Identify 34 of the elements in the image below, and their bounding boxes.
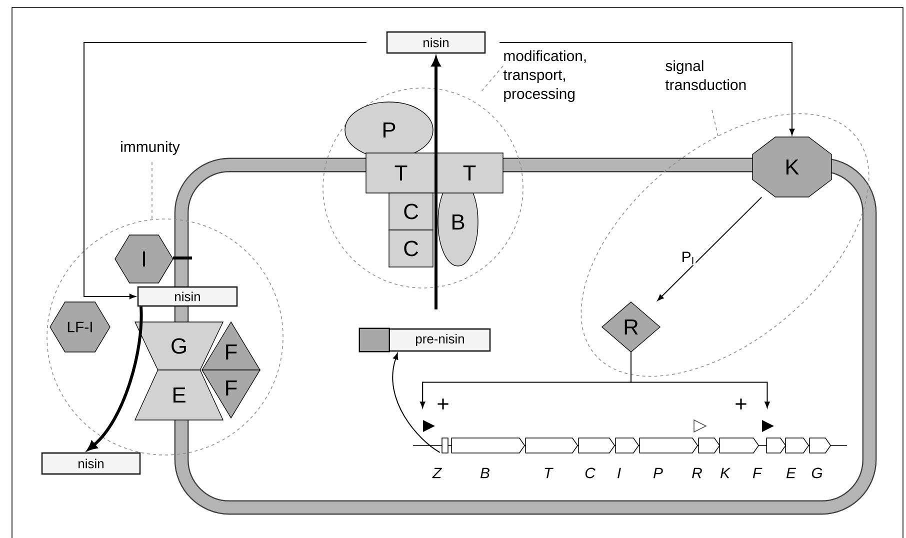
arrow — [499, 42, 795, 136]
arrow — [392, 353, 440, 453]
protein-hexagon: I — [114, 234, 174, 284]
gene-label: I — [618, 468, 621, 478]
gene-label: B — [480, 468, 490, 478]
gene-label: C — [585, 468, 596, 478]
label-box: nisin — [41, 452, 141, 475]
protein-box: T — [436, 152, 504, 194]
label-box: nisin — [137, 286, 238, 307]
gene-label: P — [653, 468, 663, 478]
plus-sign: + — [736, 398, 746, 410]
protein-box: C — [388, 192, 434, 230]
protein-box: T — [366, 152, 436, 194]
group-label: signal transduction — [665, 60, 746, 90]
gene-label: R — [692, 468, 702, 478]
gene-label: T — [544, 468, 554, 478]
gene-label: G — [812, 468, 822, 478]
protein-hexagon: LF-I — [50, 302, 110, 352]
plus-sign: + — [438, 398, 448, 410]
label-box: nisin — [386, 31, 486, 54]
gene-label: K — [720, 468, 731, 478]
group-label: immunity — [121, 141, 180, 155]
edge-label: P$_{I}$ — [680, 250, 696, 266]
group-label: modification, transport, processing — [503, 50, 586, 102]
kinase-octagon: K — [752, 136, 832, 198]
protein-box: C — [388, 230, 434, 268]
gene-label: E — [786, 468, 796, 478]
gene-label: Z — [432, 468, 442, 478]
arrow — [657, 196, 762, 301]
gene-label: F — [752, 468, 762, 478]
precursor-box: pre-nisin — [358, 328, 491, 352]
arrow — [84, 42, 367, 300]
arrow — [87, 306, 143, 451]
arrow — [630, 352, 770, 408]
